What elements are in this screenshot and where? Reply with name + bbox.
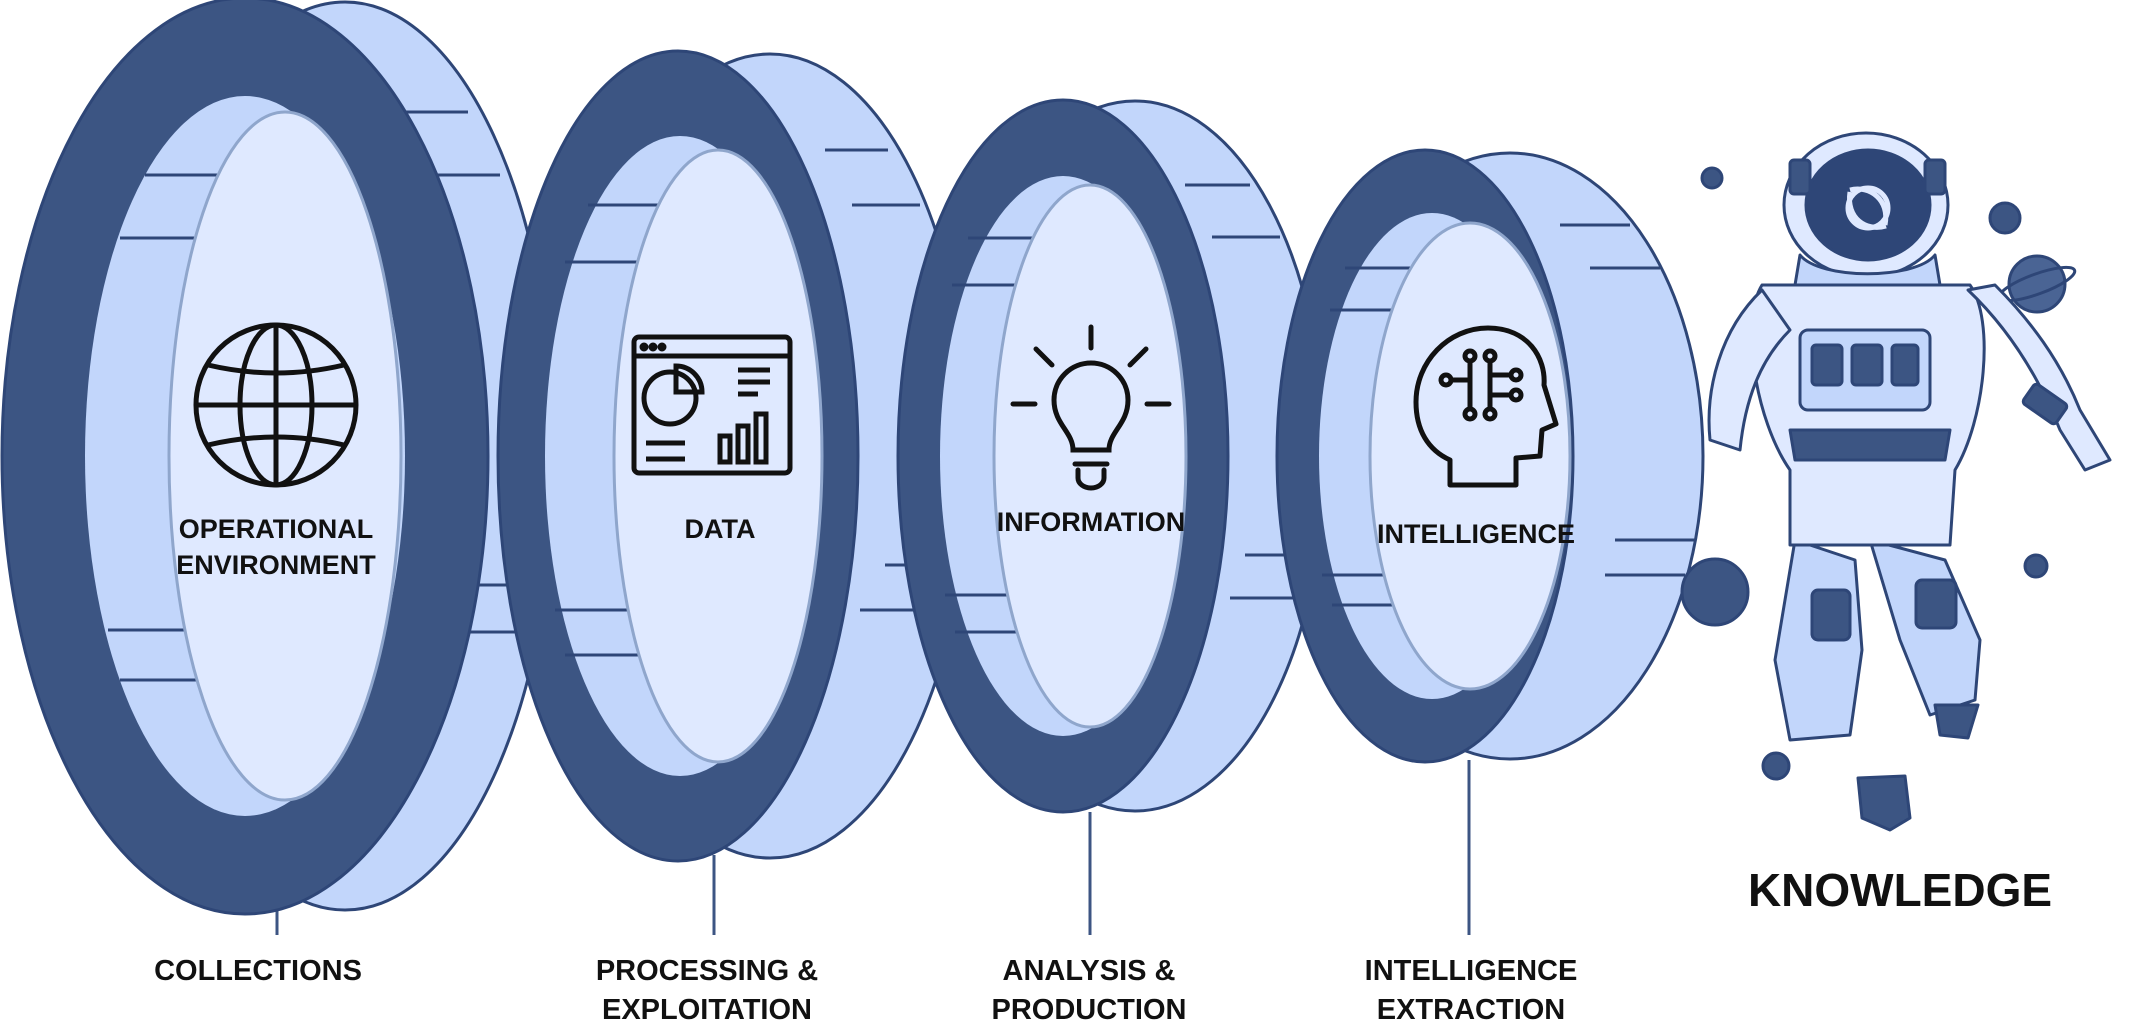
ring-data: DATA xyxy=(496,49,972,935)
dashboard-chart-icon xyxy=(631,334,793,476)
ring-ribs xyxy=(1560,223,1695,577)
ring-back-opening xyxy=(992,183,1188,729)
ring-inner-ribs xyxy=(1322,266,1410,607)
astronaut-icon xyxy=(1680,131,2112,832)
planet-icon xyxy=(2007,254,2067,314)
ring-operational-environment: OPERATIONAL ENVIRONMENT xyxy=(0,0,557,935)
stage-label-line: PRODUCTION xyxy=(992,994,1187,1024)
ring-label-line: OPERATIONAL xyxy=(179,514,374,544)
ring-back-opening xyxy=(167,110,403,802)
ring-inner-ribs xyxy=(555,203,665,657)
planet-icon xyxy=(1700,166,1724,190)
ai-head-icon xyxy=(1413,325,1559,488)
globe-icon xyxy=(193,322,359,488)
ring-label-line: ENVIRONMENT xyxy=(176,550,376,580)
stage-label-line: ANALYSIS & xyxy=(1003,955,1176,987)
stage-label-line: INTELLIGENCE xyxy=(1365,955,1578,987)
stage-intelligence-extraction: INTELLIGENCE EXTRACTION xyxy=(1365,955,1578,1024)
stage-label-line: COLLECTIONS xyxy=(154,955,362,987)
planet-icon xyxy=(2023,553,2049,579)
ring-intelligence: INTELLIGENCE xyxy=(1275,148,1705,935)
stage-label-line: PROCESSING & xyxy=(596,955,818,987)
planet-icon xyxy=(1680,557,1750,627)
stage-processing-exploitation: PROCESSING & EXPLOITATION xyxy=(596,955,818,1024)
ring-back-opening xyxy=(1368,221,1572,691)
stage-label-line: EXTRACTION xyxy=(1377,994,1566,1024)
ring-inner-ribs xyxy=(945,236,1040,634)
ring-inner-ribs xyxy=(108,173,230,682)
ring-label-line: INFORMATION xyxy=(997,507,1185,537)
planet-icon xyxy=(1988,201,2022,235)
knowledge-label: KNOWLEDGE xyxy=(1748,864,2052,916)
ring-information: INFORMATION xyxy=(896,98,1327,935)
stage-analysis-production: ANALYSIS & PRODUCTION xyxy=(992,955,1187,1024)
stage-collections: COLLECTIONS xyxy=(154,955,362,987)
ring-label-line: DATA xyxy=(685,514,756,544)
planet-icon xyxy=(1761,751,1791,781)
ring-label-line: INTELLIGENCE xyxy=(1377,519,1575,549)
lightbulb-icon xyxy=(1010,324,1172,491)
stage-label-line: EXPLOITATION xyxy=(602,994,812,1024)
